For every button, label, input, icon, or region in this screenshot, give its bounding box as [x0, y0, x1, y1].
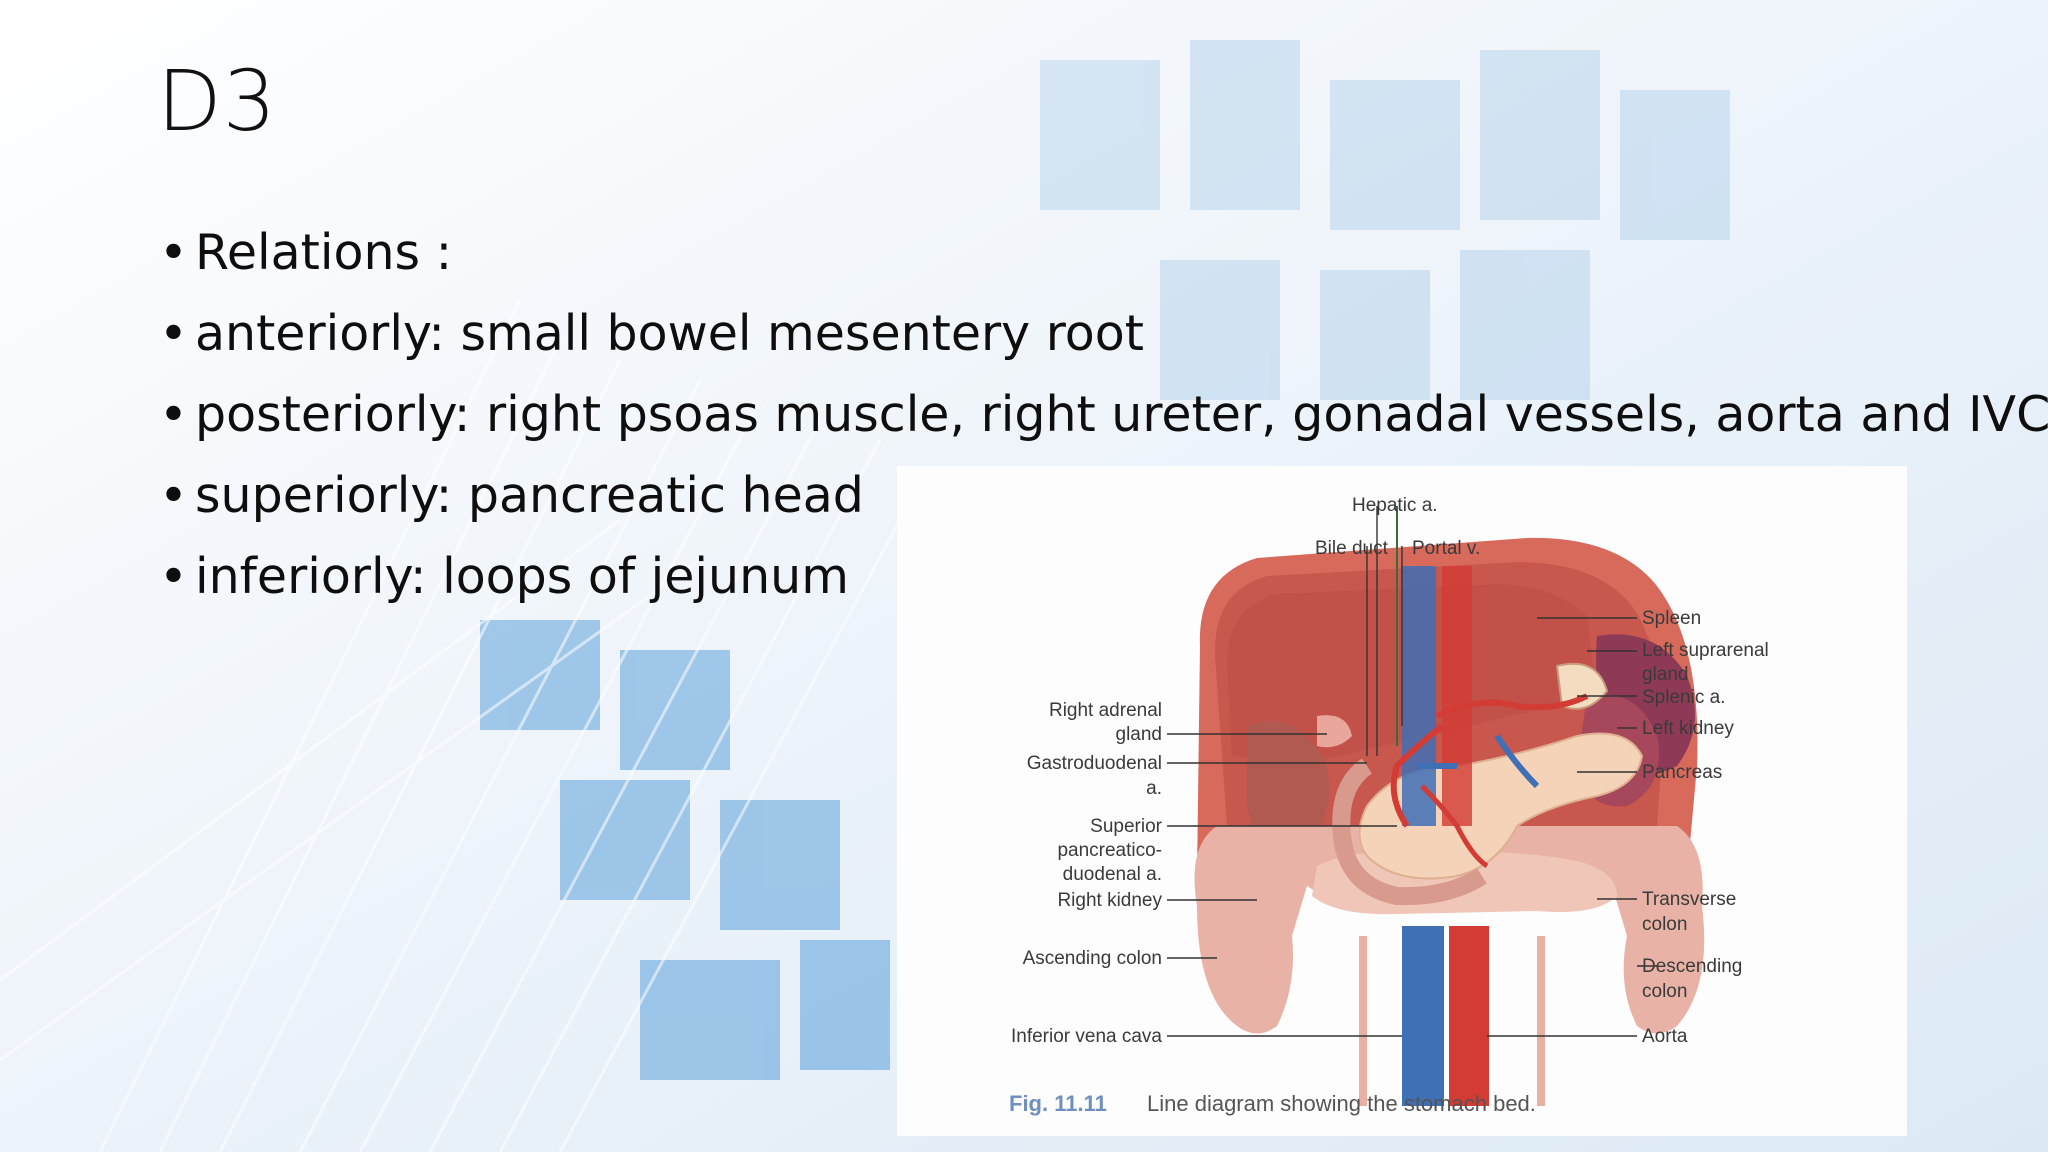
- bullet-text: posteriorly: right psoas muscle, right u…: [195, 386, 2048, 443]
- bullet-text: anteriorly: small bowel mesentery root: [195, 305, 1144, 362]
- label-ivc: Inferior vena cava: [1011, 1026, 1162, 1047]
- label-spleen: Spleen: [1642, 608, 1701, 629]
- label-aorta: Aorta: [1642, 1026, 1688, 1047]
- label-sup-pd: Superior: [1090, 816, 1162, 837]
- bullet-item: •Relations :: [157, 212, 2048, 293]
- bullet-text: Relations :: [195, 224, 453, 281]
- label-left-kidney: Left kidney: [1642, 718, 1734, 739]
- stomach-bed-diagram: Hepatic a. Bile duct Portal v. Spleen Le…: [1009, 495, 1769, 1116]
- label-gastroduodenal-2: a.: [1146, 778, 1162, 799]
- bullet-dot: •: [159, 305, 188, 362]
- label-transverse-colon: Transverse: [1642, 889, 1736, 910]
- bullet-item: •superiorly: pancreatic head: [157, 455, 2048, 536]
- label-sup-pd-3: duodenal a.: [1063, 864, 1162, 885]
- bullet-dot: •: [159, 467, 188, 524]
- label-right-adrenal: Right adrenal: [1049, 700, 1162, 721]
- figure-caption: Line diagram showing the stomach bed.: [1147, 1091, 1536, 1116]
- bullet-dot: •: [159, 386, 188, 443]
- label-right-kidney: Right kidney: [1057, 890, 1162, 911]
- label-descending-colon-2: colon: [1642, 981, 1687, 1002]
- label-ascending-colon: Ascending colon: [1023, 948, 1162, 969]
- label-bile-duct: Bile duct: [1315, 538, 1389, 559]
- label-transverse-colon-2: colon: [1642, 914, 1687, 935]
- label-portal-v: Portal v.: [1412, 538, 1480, 559]
- label-sup-pd-2: pancreatico-: [1057, 840, 1162, 861]
- bullet-list: •Relations : •anteriorly: small bowel me…: [157, 212, 2048, 617]
- label-descending-colon: Descending: [1642, 956, 1742, 977]
- label-splenic-a: Splenic a.: [1642, 687, 1725, 708]
- label-right-adrenal-2: gland: [1116, 724, 1163, 745]
- slide-title: D3: [157, 52, 278, 150]
- label-gastroduodenal: Gastroduodenal: [1027, 753, 1162, 774]
- anatomy-illustration: [1194, 506, 1705, 1106]
- label-hepatic-a: Hepatic a.: [1352, 495, 1438, 516]
- bullet-text: inferiorly: loops of jejunum: [195, 548, 849, 605]
- label-pancreas: Pancreas: [1642, 762, 1722, 783]
- bullet-dot: •: [159, 548, 188, 605]
- leader-lines: [1167, 506, 1657, 1037]
- bullet-text: superiorly: pancreatic head: [195, 467, 864, 524]
- label-left-suprarenal: Left suprarenal: [1642, 640, 1769, 661]
- anatomy-figure: Hepatic a. Bile duct Portal v. Spleen Le…: [897, 466, 1907, 1136]
- bullet-item: •inferiorly: loops of jejunum: [157, 536, 2048, 617]
- label-left-suprarenal-2: gland: [1642, 664, 1689, 685]
- diagram-labels: Hepatic a. Bile duct Portal v. Spleen Le…: [1011, 495, 1769, 1047]
- figure-number: Fig. 11.11: [1009, 1091, 1107, 1116]
- bullet-item: •anteriorly: small bowel mesentery root: [157, 293, 2048, 374]
- bullet-item: •posteriorly: right psoas muscle, right …: [157, 374, 2048, 455]
- bullet-dot: •: [159, 224, 188, 281]
